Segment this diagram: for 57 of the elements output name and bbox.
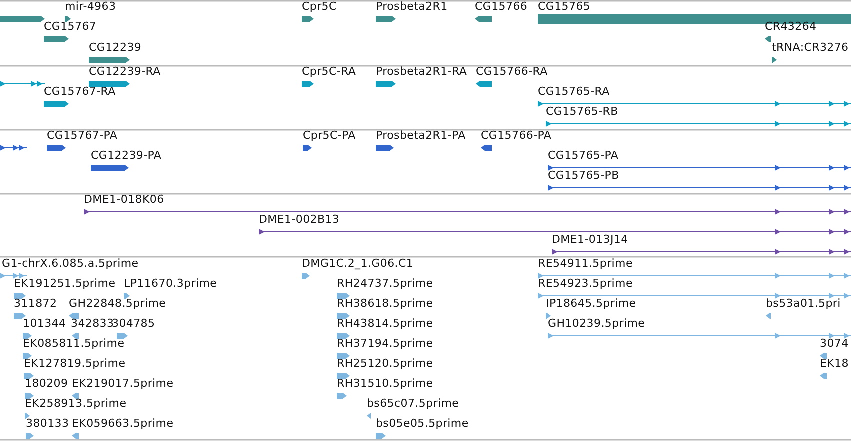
feature-label: CG15767-PA: [47, 130, 118, 142]
feature-label: 342833: [71, 318, 114, 330]
feature-label: CG15767: [44, 21, 97, 33]
feature-label: bs05e05.5prime: [376, 418, 469, 430]
feature-label: CG15765-RB: [546, 106, 618, 118]
feature-label: bs53a01.5pri: [766, 298, 841, 310]
feature-label: CG15766-RA: [476, 66, 548, 78]
feature-label: CR43264: [765, 21, 817, 33]
feature-label: CG15765: [538, 1, 591, 13]
feature-label: 3074: [820, 338, 849, 350]
feature-label: CG15766-PA: [481, 130, 552, 142]
feature-label: Cpr5C-PA: [303, 130, 356, 142]
feature-label: CG15767-RA: [44, 86, 116, 98]
feature-label: 380133: [26, 418, 70, 430]
feature-label: CG12239: [89, 42, 142, 54]
feature-label: LP11670.3prime: [124, 278, 218, 290]
feature-label: 304785: [112, 318, 156, 330]
feature-label: CG15765-RA: [538, 86, 610, 98]
feature-label: 180209: [25, 378, 68, 390]
feature-label: Prosbeta2R1-RA: [376, 66, 468, 78]
feature-label: tRNA:CR3276: [772, 42, 849, 54]
feature-label: EK127819.5prime: [24, 358, 126, 370]
feature-label: RH24737.5prime: [337, 278, 434, 290]
feature-label: RE54923.5prime: [538, 278, 633, 290]
feature-label: RH25120.5prime: [337, 358, 434, 370]
feature-label: RH38618.5prime: [337, 298, 434, 310]
feature-label: RH43814.5prime: [337, 318, 434, 330]
feature-label: mir-4963: [65, 1, 116, 13]
feature-label: EK18: [820, 358, 849, 370]
feature-label: DMG1C.2_1.G06.C1: [302, 258, 414, 270]
feature-label: EK258913.5prime: [25, 398, 127, 410]
feature-label: CG15766: [475, 1, 528, 13]
feature-label: EK191251.5prime: [14, 278, 116, 290]
feature-label: DME1-013J14: [552, 234, 628, 246]
feature-label: Prosbeta2R1: [376, 1, 448, 13]
feature-label: IP18645.5prime: [546, 298, 636, 310]
feature-label: Cpr5C-RA: [302, 66, 356, 78]
feature-label: GH22848.5prime: [69, 298, 166, 310]
feature-label: CG15765-PA: [548, 150, 619, 162]
feature-label: RH31510.5prime: [337, 378, 434, 390]
feature-label: 101344: [23, 318, 66, 330]
feature-label: DME1-002B13: [259, 214, 340, 226]
feature-label: GH10239.5prime: [548, 318, 646, 330]
feature-label: 311872: [14, 298, 58, 310]
feature-label: Prosbeta2R1-PA: [376, 130, 466, 142]
feature-label: bs65c07.5prime: [367, 398, 460, 410]
feature-label: EK219017.5prime: [72, 378, 174, 390]
feature-label: G1-chrX.6.085.a.5prime: [2, 258, 139, 270]
feature-label: RH37194.5prime: [337, 338, 434, 350]
feature-label: CG12239-RA: [89, 66, 161, 78]
feature-label: CG12239-PA: [91, 150, 162, 162]
feature-label: DME1-018K06: [84, 194, 164, 206]
feature-label: RE54911.5prime: [538, 258, 633, 270]
feature-label: CG15765-PB: [548, 170, 620, 182]
feature-label: EK059663.5prime: [72, 418, 174, 430]
feature-label: EK085811.5prime: [23, 338, 125, 350]
feature-label: Cpr5C: [302, 1, 337, 13]
